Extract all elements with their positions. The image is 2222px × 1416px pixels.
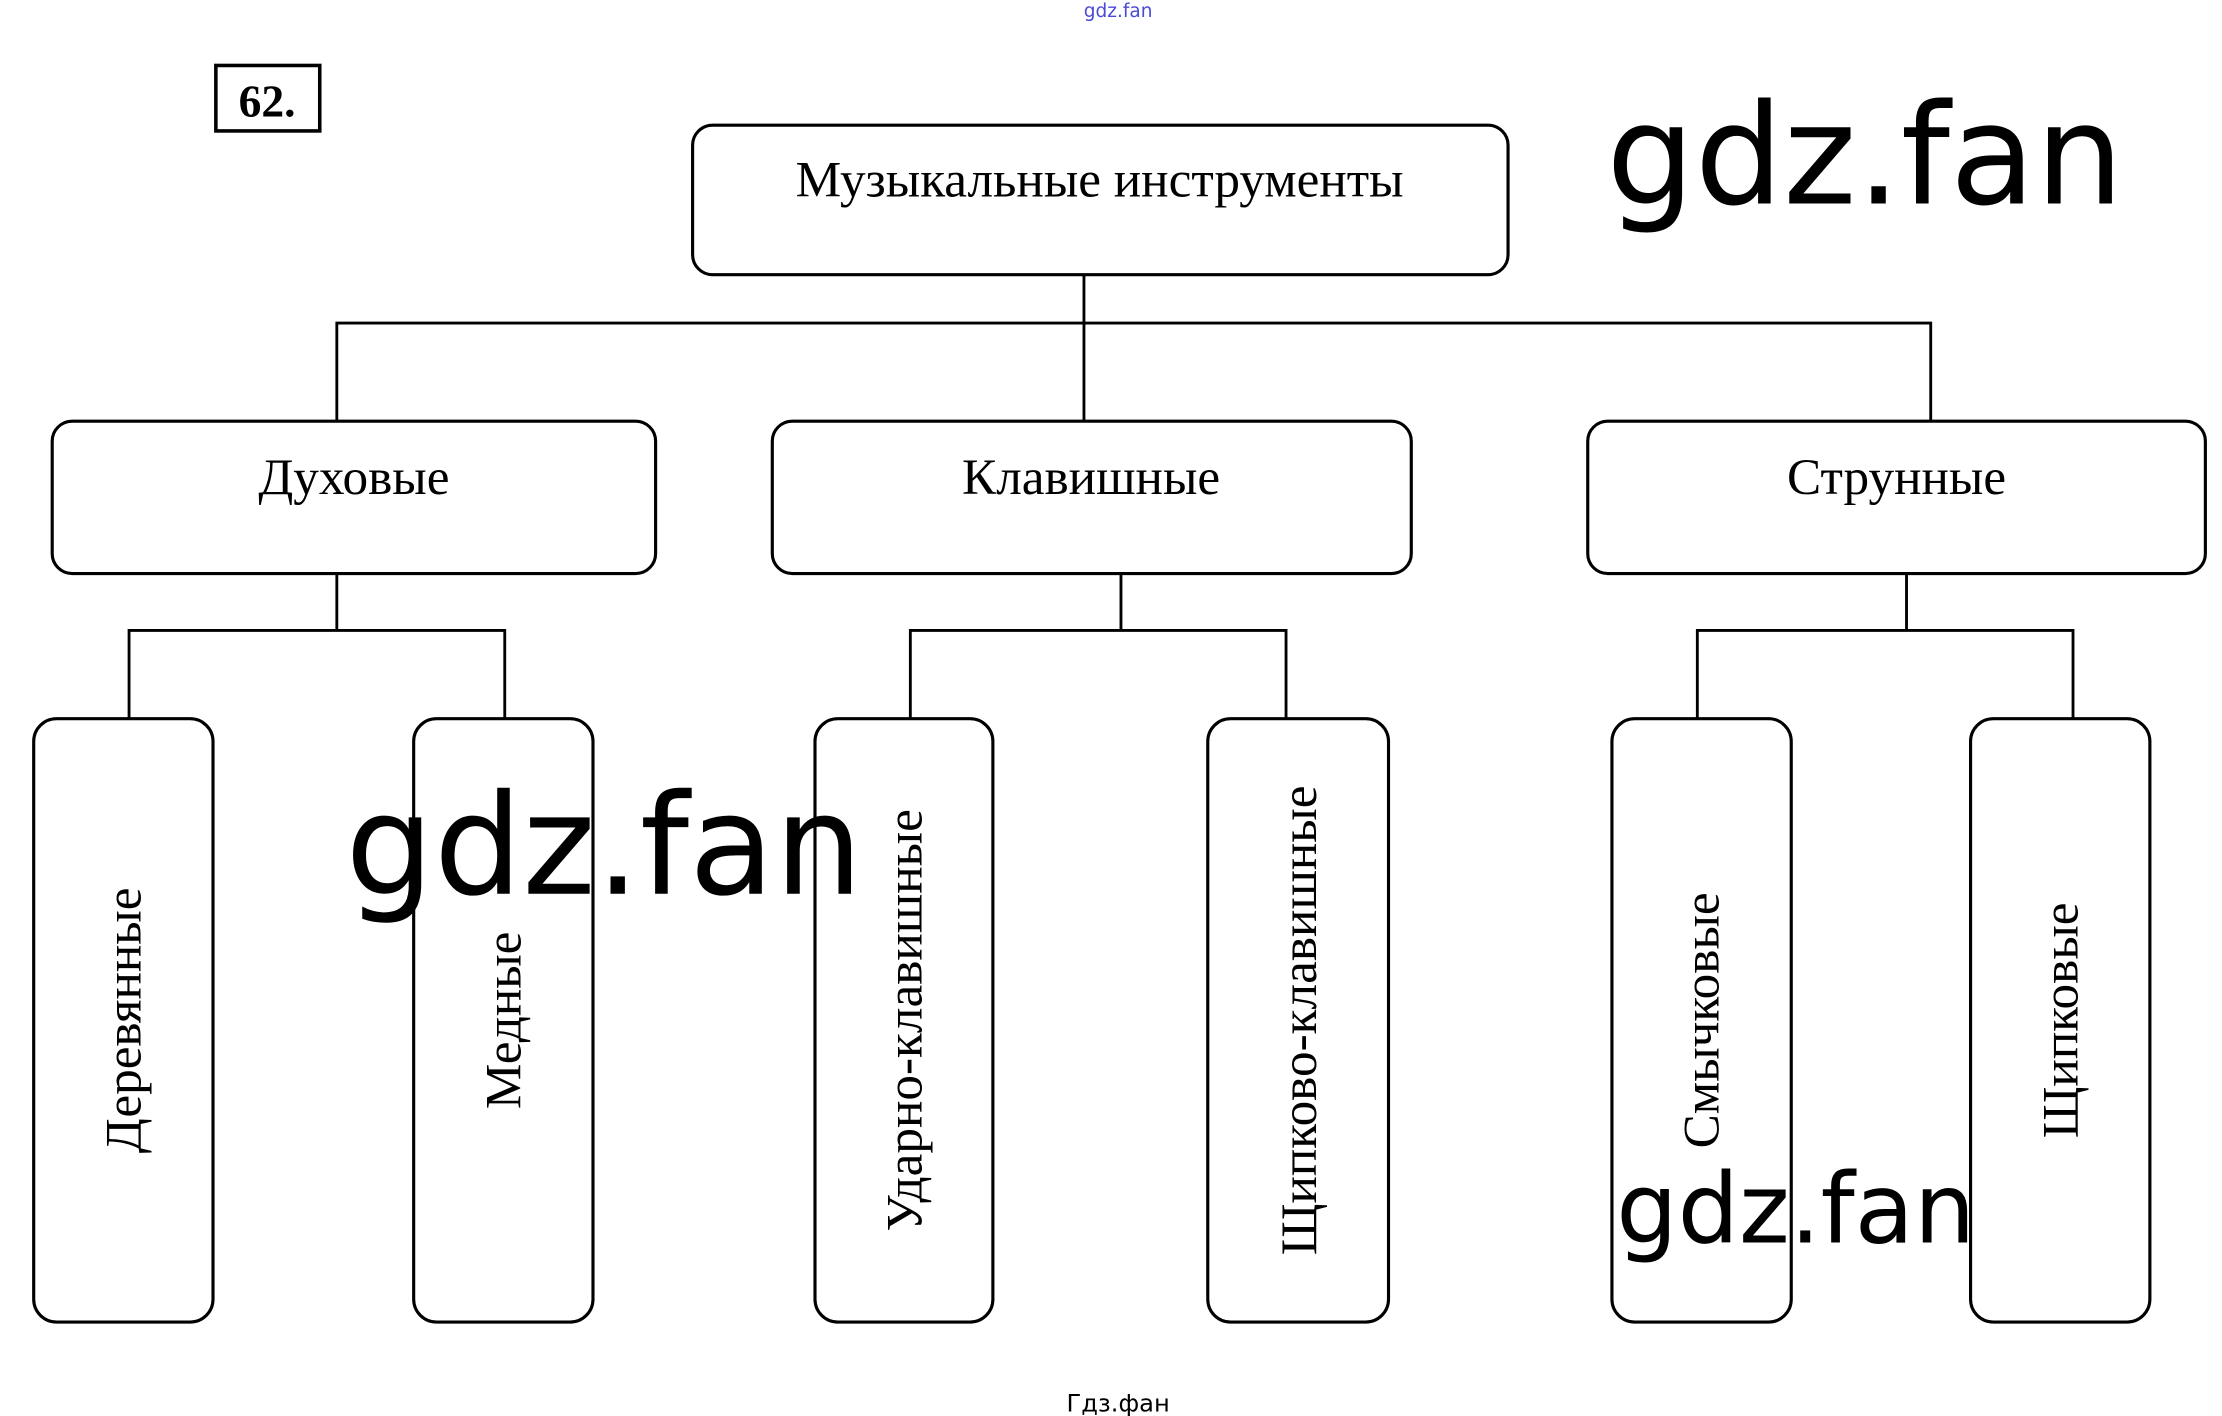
leaf-label: Щипковые	[2032, 903, 2089, 1139]
watermark-bottom: gdz.fan	[1616, 1152, 1975, 1265]
category-label: Клавишные	[962, 449, 1220, 506]
leaf-plucked: Щипковые	[1968, 717, 2152, 1324]
category-keyboard: Клавишные	[770, 419, 1413, 576]
watermark-top: gdz.fan	[1084, 1, 1153, 22]
leaf-label: Деревянные	[95, 888, 152, 1154]
task-number: 62.	[239, 76, 296, 127]
leaf-label: Медные	[475, 932, 532, 1110]
leaf-percussion-keyboard: Ударно-клавишные	[813, 717, 995, 1324]
footer-watermark: Гдз.фан	[1066, 1390, 1169, 1416]
root-label: Музыкальные инструменты	[796, 151, 1404, 208]
leaf-label: Щипково-клавишные	[1271, 786, 1328, 1256]
category-string: Струнные	[1586, 419, 2207, 576]
category-label: Духовые	[258, 449, 449, 506]
leaf-label: Ударно-клавишные	[877, 809, 934, 1231]
category-wind: Духовые	[50, 419, 658, 576]
leaf-wood: Деревянные	[32, 717, 215, 1324]
watermark-middle: gdz.fan	[345, 765, 863, 927]
leaf-bowed: Смычковые	[1610, 717, 1793, 1324]
watermark-right: gdz.fan	[1606, 75, 2124, 237]
category-label: Струнные	[1787, 449, 2006, 506]
leaf-brass: Медные	[412, 717, 595, 1324]
connector-lines	[127, 274, 2075, 719]
root-node: Музыкальные инструменты	[691, 123, 1510, 277]
task-number-box	[214, 63, 322, 133]
leaf-plucked-keyboard: Щипково-клавишные	[1206, 717, 1391, 1324]
leaf-label: Смычковые	[1674, 892, 1731, 1148]
